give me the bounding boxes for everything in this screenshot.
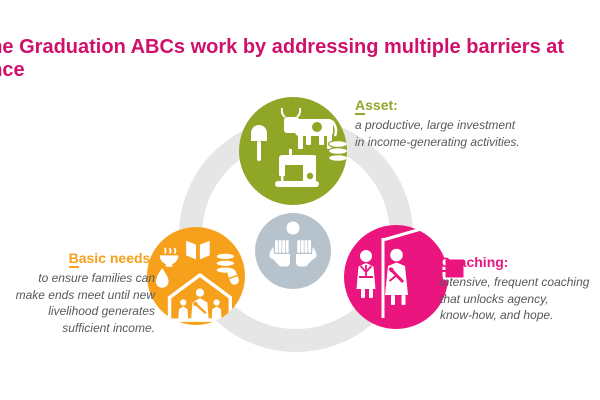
asset-line: in income-generating activities. xyxy=(355,134,520,149)
open-hands-icon xyxy=(269,221,317,267)
basic-needs-icons xyxy=(155,240,239,322)
asset-initial: A xyxy=(355,97,366,115)
house-with-family-icon xyxy=(167,273,233,322)
basic-needs-line: make ends meet until new xyxy=(15,287,155,302)
coins-icon xyxy=(327,140,347,162)
asset-circle xyxy=(239,97,347,205)
water-droplet-icon xyxy=(155,268,169,288)
doorway-icon xyxy=(381,227,422,318)
pill-capsule-icon xyxy=(227,269,239,285)
coaching-label-rest: oaching: xyxy=(450,254,509,270)
coaching-circle xyxy=(344,225,468,329)
asset-label-rest: sset: xyxy=(365,97,398,113)
coaching-line: that unlocks agency, xyxy=(440,291,549,306)
asset-section: Asset: a productive, large investment in… xyxy=(355,97,520,150)
coaching-description: intensive, frequent coaching that unlock… xyxy=(440,274,589,324)
basic-needs-section: Basic needs: to ensure families can make… xyxy=(0,250,155,336)
page-title: The Graduation ABCs work by addressing m… xyxy=(0,36,564,82)
asset-line: a productive, large investment xyxy=(355,118,516,132)
steaming-bowl-icon xyxy=(159,247,179,267)
basic-needs-initial: B xyxy=(68,250,79,268)
basic-needs-label-rest: asic needs: xyxy=(78,250,155,266)
title-line-1: The Graduation ABCs work by addressing m… xyxy=(0,36,565,58)
caregiver-with-baby-icon xyxy=(385,248,408,305)
sewing-machine-icon xyxy=(275,149,319,187)
basic-needs-line: to ensure families can xyxy=(38,271,155,285)
asset-label: Asset: xyxy=(355,97,520,115)
coaching-line: intensive, frequent coaching xyxy=(440,275,590,289)
shovel-icon xyxy=(251,125,267,161)
basic-needs-label: Basic needs: xyxy=(0,250,155,268)
basic-needs-description: to ensure families can make ends meet un… xyxy=(0,270,155,336)
open-book-icon xyxy=(186,240,210,260)
coaching-line: know-how, and hope. xyxy=(440,308,554,322)
basic-needs-line: sufficient income. xyxy=(62,320,155,335)
coaching-initial: C xyxy=(440,254,451,272)
cow-icon xyxy=(280,107,338,149)
basic-needs-line: livelihood generates xyxy=(48,304,155,318)
coaching-icons xyxy=(344,225,467,329)
asset-icons xyxy=(251,107,347,187)
basic-needs-circle xyxy=(147,227,245,325)
coaching-section: Coaching: intensive, frequent coaching t… xyxy=(440,254,589,324)
coaching-label: Coaching: xyxy=(440,254,589,272)
asset-description: a productive, large investment in income… xyxy=(355,117,520,150)
title-line-2: once xyxy=(0,59,25,81)
coach-figure-icon xyxy=(356,250,376,298)
window-icon xyxy=(442,256,467,281)
center-circle xyxy=(255,213,331,289)
